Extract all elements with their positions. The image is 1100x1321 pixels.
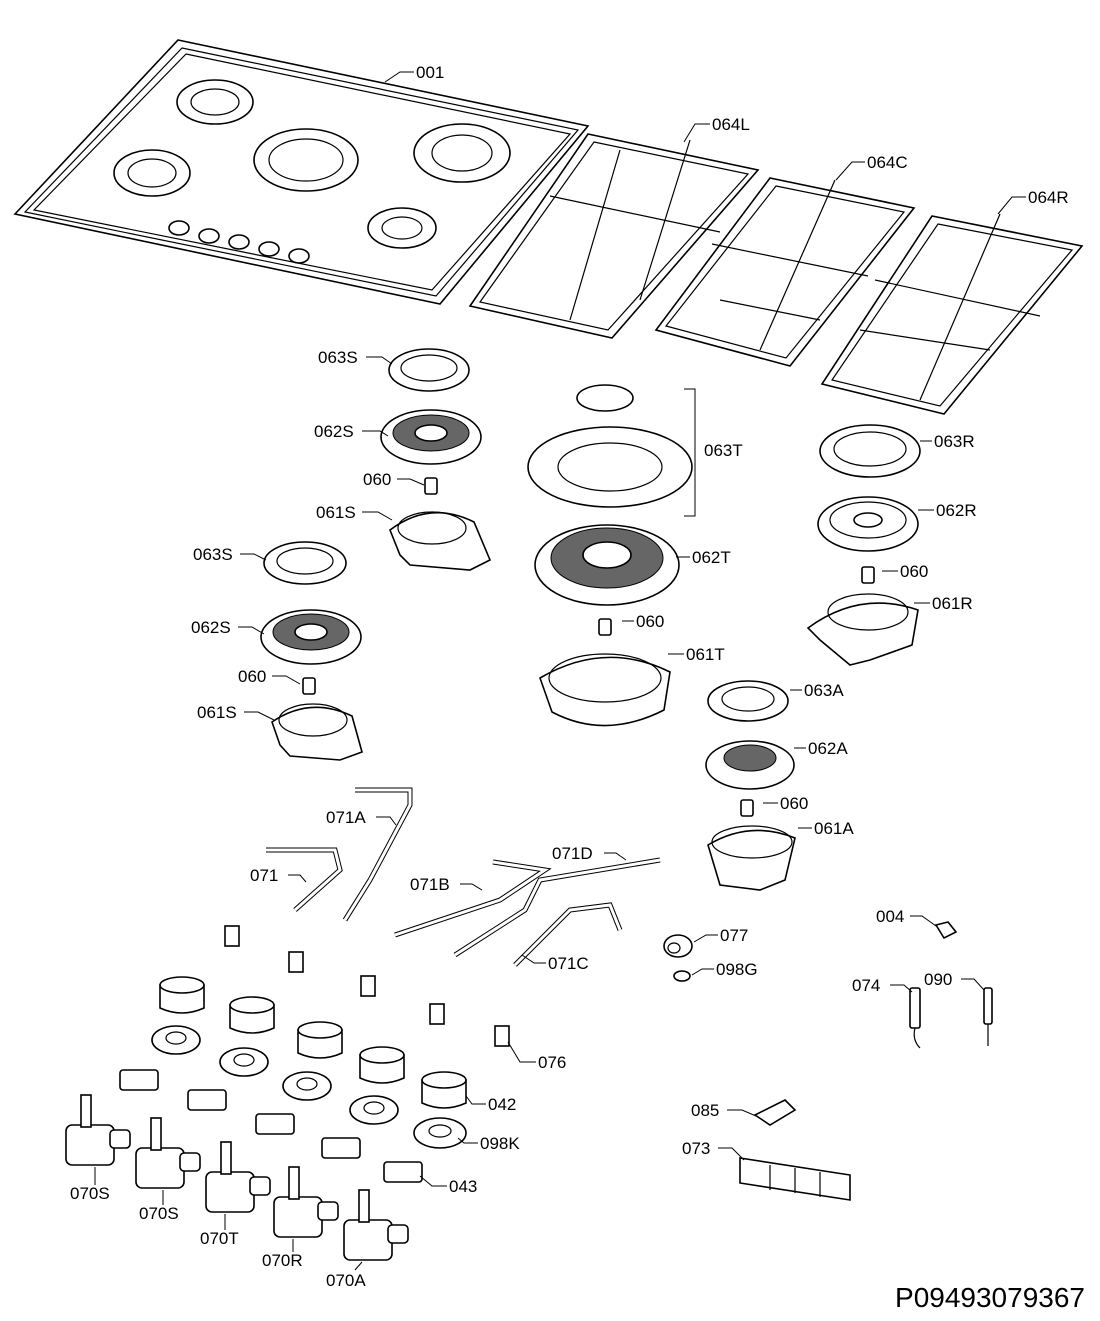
label-070r: 070R	[262, 1251, 303, 1270]
cap-063s-bottom	[263, 541, 347, 585]
label-090: 090	[924, 970, 952, 989]
label-061t: 061T	[686, 645, 725, 664]
label-060-r: 060	[900, 562, 928, 581]
label-070a: 070A	[326, 1271, 366, 1290]
label-070t: 070T	[200, 1229, 239, 1248]
label-070s-1: 070S	[70, 1184, 110, 1203]
crown-062s-bottom	[260, 609, 362, 665]
label-042: 042	[488, 1095, 516, 1114]
base-061a	[707, 825, 796, 891]
label-061s-bottom: 061S	[197, 703, 237, 722]
brackets-076	[224, 925, 510, 1047]
thermocouple-090	[983, 987, 993, 1046]
label-043: 043	[449, 1177, 477, 1196]
label-076: 076	[538, 1053, 566, 1072]
label-098k: 098K	[480, 1134, 520, 1153]
label-071b: 071B	[410, 875, 450, 894]
label-098g: 098G	[716, 960, 758, 979]
injector-060-r	[861, 566, 875, 584]
label-062s-top: 062S	[314, 422, 354, 441]
label-064r: 064R	[1028, 188, 1069, 207]
label-071d: 071D	[552, 844, 593, 863]
leader-lines	[94, 71, 1026, 1271]
clip-004	[934, 921, 958, 940]
label-060-a: 060	[780, 794, 808, 813]
label-061s-top: 061S	[316, 503, 356, 522]
label-063r: 063R	[934, 432, 975, 451]
label-061a: 061A	[814, 819, 854, 838]
base-061s-top	[389, 511, 492, 571]
label-063s-top: 063S	[318, 348, 358, 367]
label-071a: 071A	[326, 808, 366, 827]
pipes	[266, 787, 661, 967]
document-code: P09493079367	[895, 1282, 1085, 1313]
cap-063t	[527, 384, 693, 508]
injector-060-t	[598, 618, 612, 636]
crown-062t	[534, 524, 680, 606]
knobs-042	[159, 976, 467, 1109]
pan-support-right	[820, 213, 1084, 415]
label-060-s-bottom: 060	[238, 667, 266, 686]
cap-063s-top	[388, 348, 470, 392]
injector-060-top	[424, 477, 438, 495]
label-070s-2: 070S	[139, 1204, 179, 1223]
label-062a: 062A	[808, 739, 848, 758]
label-060-t: 060	[636, 612, 664, 631]
label-077: 077	[720, 926, 748, 945]
label-061r: 061R	[932, 594, 973, 613]
label-001: 001	[416, 63, 444, 82]
label-063s-bottom: 063S	[193, 545, 233, 564]
hob-top	[13, 39, 590, 305]
injector-060-bottom	[302, 677, 316, 695]
holder-085	[753, 1099, 797, 1126]
crown-062a	[705, 740, 795, 790]
label-062t: 062T	[692, 548, 731, 567]
pan-support-center	[654, 177, 916, 367]
elbow-077	[663, 934, 693, 958]
label-063t: 063T	[704, 441, 743, 460]
label-071: 071	[250, 866, 278, 885]
crown-062r	[817, 496, 919, 552]
ignition-unit-073	[739, 1157, 851, 1201]
label-062s-bottom: 062S	[191, 618, 231, 637]
label-071c: 071C	[548, 954, 589, 973]
pan-support-left	[468, 133, 760, 339]
label-064l: 064L	[712, 115, 750, 134]
part-labels: 001 064L 064C 064R 063S 062S 060 061S 06…	[70, 63, 1069, 1290]
knob-rings-098k	[151, 1025, 467, 1149]
base-061s-bottom	[271, 703, 363, 761]
base-061r	[806, 593, 919, 666]
cap-063a	[707, 680, 789, 722]
crown-062s-top	[380, 409, 482, 465]
cap-063r	[819, 424, 921, 478]
label-064c: 064C	[867, 153, 908, 172]
ignition-plug-074	[909, 987, 921, 1049]
label-085: 085	[691, 1101, 719, 1120]
gas-taps-070	[65, 1094, 409, 1261]
label-073: 073	[682, 1139, 710, 1158]
injector-060-a	[740, 799, 754, 817]
label-060-s-top: 060	[363, 470, 391, 489]
microswitches-043	[119, 1069, 423, 1183]
base-061t	[539, 653, 671, 727]
label-062r: 062R	[936, 501, 977, 520]
label-004: 004	[876, 907, 904, 926]
label-063a: 063A	[804, 681, 844, 700]
label-074: 074	[852, 976, 880, 995]
gasket-098g	[673, 970, 691, 982]
